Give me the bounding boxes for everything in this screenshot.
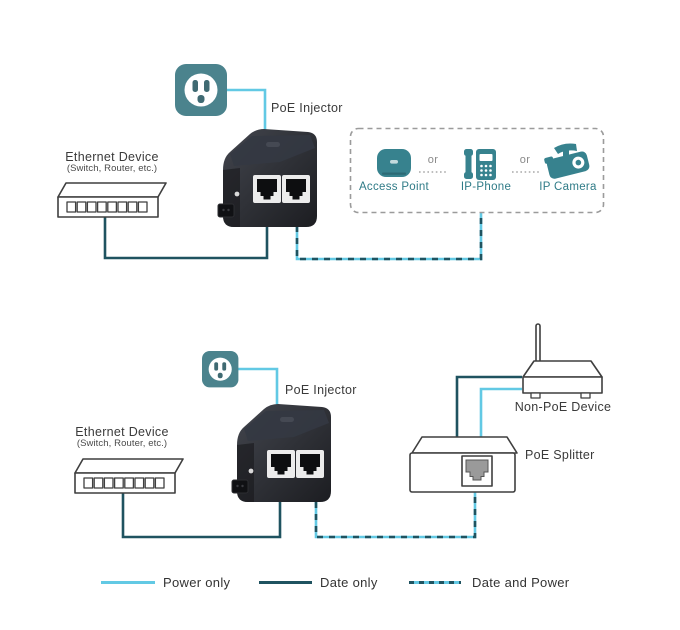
ethernet-device-label-bottom: Ethernet Device (Switch, Router, etc.) bbox=[62, 425, 182, 450]
bottom-data-power-wire-dashes bbox=[314, 482, 477, 539]
dc-plug bbox=[231, 479, 249, 494]
ethernet-device-subtitle: (Switch, Router, etc.) bbox=[66, 163, 158, 175]
or-label: or bbox=[427, 154, 439, 166]
power-outlet-icon bbox=[202, 351, 239, 388]
poe-injector-label-bottom: PoE Injector bbox=[285, 383, 357, 397]
bottom-data-wire bbox=[121, 490, 282, 539]
switch-ports bbox=[83, 477, 165, 489]
ethernet-switch-illustration bbox=[74, 458, 184, 494]
rj45-port bbox=[282, 175, 310, 203]
bottom-power-wire bbox=[238, 367, 279, 415]
switch-ports bbox=[66, 201, 148, 213]
tp-link-logo bbox=[266, 142, 280, 147]
tp-link-logo bbox=[280, 417, 294, 422]
legend-power-swatch bbox=[101, 581, 155, 584]
ip-phone-label: IP-Phone bbox=[460, 181, 512, 193]
ip-phone-icon bbox=[464, 149, 496, 180]
power-outlet-icon bbox=[175, 64, 227, 116]
status-led bbox=[248, 468, 254, 474]
ethernet-device-subtitle: (Switch, Router, etc.) bbox=[76, 438, 168, 450]
rj45-port bbox=[296, 450, 324, 478]
top-data-wire bbox=[103, 210, 269, 260]
rj45-port bbox=[267, 450, 295, 478]
non-poe-router-illustration bbox=[522, 323, 603, 399]
top-power-wire bbox=[227, 88, 267, 140]
access-point-icon bbox=[377, 149, 411, 177]
top-data-power-wire-base bbox=[295, 212, 483, 261]
rj45-port bbox=[253, 175, 281, 203]
legend-data-label: Date only bbox=[320, 575, 378, 590]
status-led bbox=[234, 191, 240, 197]
ethernet-device-title: Ethernet Device bbox=[65, 150, 159, 164]
powered-devices-box bbox=[349, 127, 605, 214]
legend-power-label: Power only bbox=[163, 575, 231, 590]
legend-data-power-label: Date and Power bbox=[472, 575, 570, 590]
dc-plug bbox=[217, 203, 235, 218]
or-label: or bbox=[519, 154, 531, 166]
poe-injector-label-top: PoE Injector bbox=[271, 101, 343, 115]
splitter-router-power-wire bbox=[479, 387, 522, 445]
non-poe-device-label: Non-PoE Device bbox=[514, 400, 612, 414]
ethernet-device-title: Ethernet Device bbox=[75, 425, 169, 439]
poe-injector-device bbox=[217, 129, 317, 227]
legend-data-swatch bbox=[259, 581, 312, 584]
top-data-power-wire-dashes bbox=[295, 212, 483, 261]
ethernet-device-label-top: Ethernet Device (Switch, Router, etc.) bbox=[52, 150, 172, 175]
ip-camera-label: IP Camera bbox=[539, 181, 597, 193]
poe-splitter-label: PoE Splitter bbox=[525, 448, 595, 462]
poe-splitter-illustration bbox=[409, 436, 518, 493]
legend-data-power-swatch bbox=[409, 581, 461, 584]
ip-camera-icon bbox=[544, 143, 590, 179]
access-point-label: Access Point bbox=[358, 181, 430, 193]
ethernet-switch-illustration bbox=[57, 182, 167, 218]
splitter-router-data-wire bbox=[455, 375, 522, 445]
poe-injector-device bbox=[231, 404, 331, 502]
